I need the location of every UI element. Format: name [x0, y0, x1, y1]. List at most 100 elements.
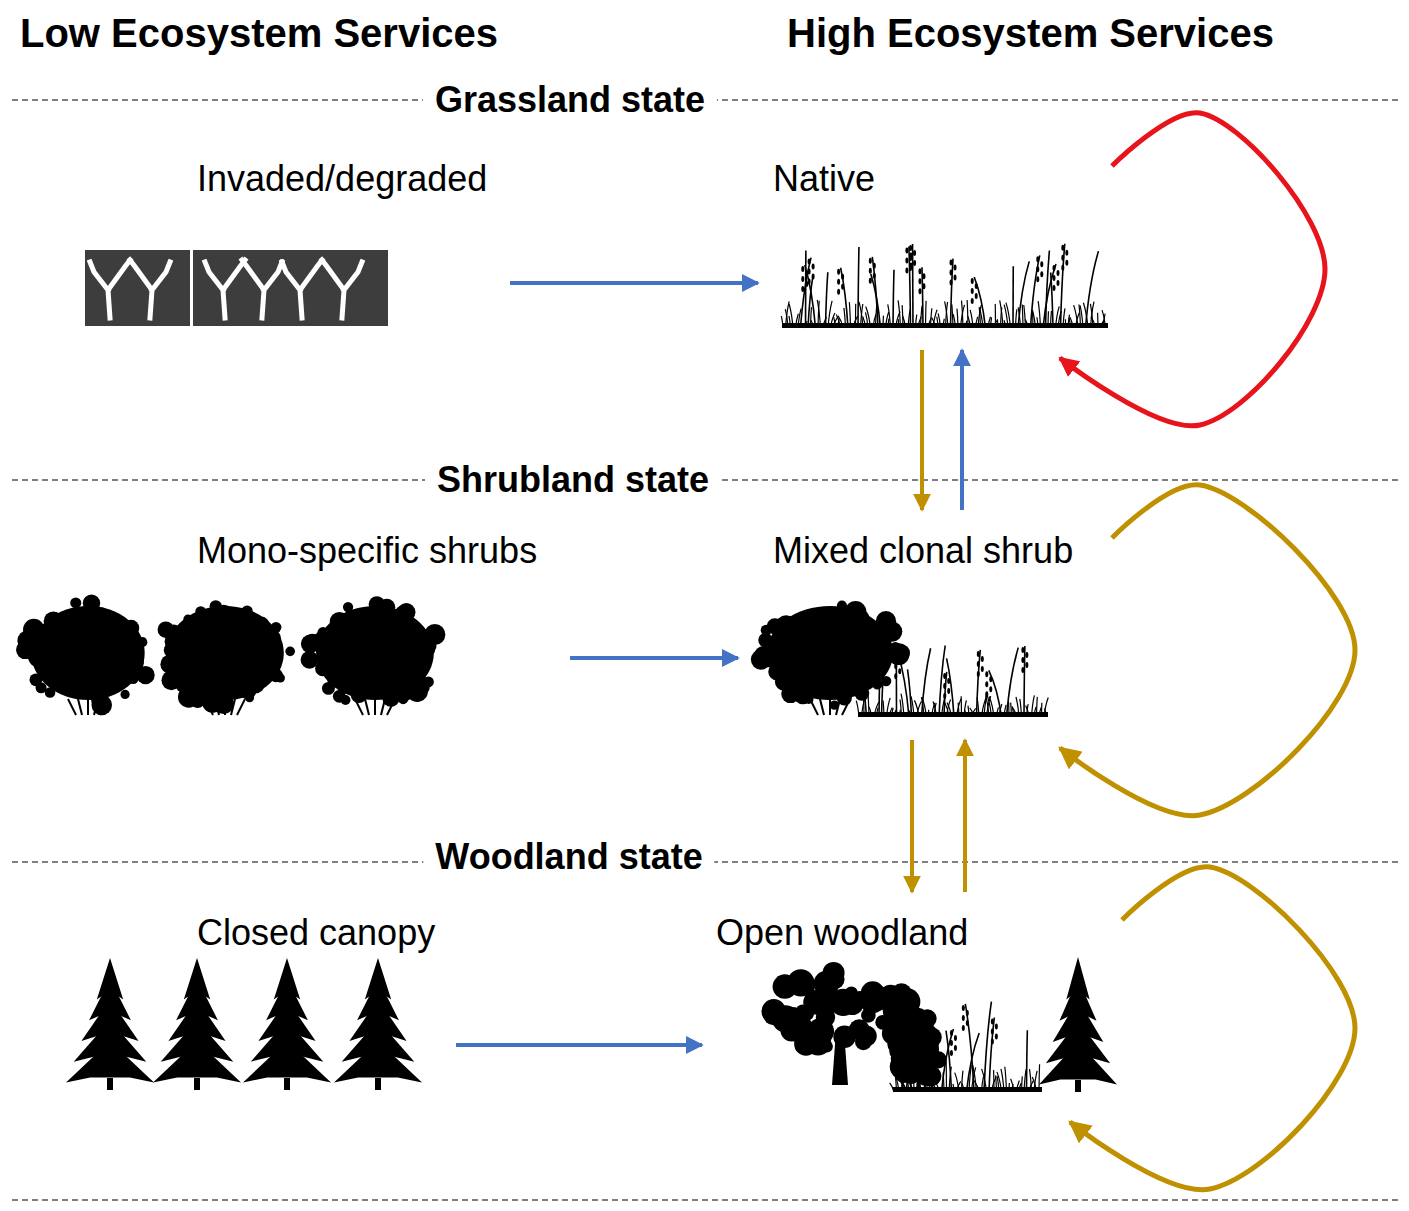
grass-blade: [912, 244, 914, 328]
invasive-plant: [242, 260, 282, 318]
transition-arrow: [456, 1043, 702, 1047]
grass-blade: [961, 696, 963, 717]
seed-head: [977, 651, 980, 657]
seed-head: [966, 1010, 969, 1016]
grass-blade: [982, 697, 987, 717]
shrub-leaf: [837, 601, 847, 611]
shrub-leaf: [918, 1009, 937, 1028]
tree-trunk: [194, 1078, 200, 1090]
shrub-leaf: [808, 669, 819, 680]
seed-head: [1061, 255, 1064, 261]
seed-head: [909, 245, 912, 251]
tree-tier: [153, 1041, 241, 1082]
shrub-stem: [924, 1074, 928, 1090]
grass-blade: [1024, 305, 1026, 328]
state-name: Mixed clonal shrub: [773, 530, 1073, 571]
grass-blade: [946, 302, 948, 328]
shrub-stem: [836, 699, 840, 715]
grass-blade: [972, 1063, 977, 1092]
shrub-stem: [100, 699, 108, 715]
seed-head: [922, 283, 925, 289]
shrub-leaf: [195, 626, 208, 639]
grass-blade: [964, 710, 966, 717]
seed-head: [950, 1040, 953, 1046]
shrub-leaf: [43, 645, 55, 657]
grass-blade: [1065, 319, 1066, 328]
seed-head: [837, 269, 840, 275]
shrub-stem: [205, 699, 213, 715]
state-name: Native: [773, 158, 875, 199]
shrub-leaf: [226, 670, 237, 681]
shrub-stem: [231, 699, 235, 715]
grass-blade: [887, 319, 889, 328]
grass-blade: [1000, 300, 1003, 328]
grass-blade: [968, 316, 971, 328]
seed-head: [873, 273, 876, 279]
grass-blade: [921, 306, 923, 328]
grass-blade: [977, 698, 979, 717]
grass-blade: [1026, 706, 1029, 717]
grass-blade: [1010, 703, 1012, 717]
tree-tier: [1039, 1042, 1117, 1085]
shrub-leaf: [43, 668, 55, 680]
shrub-leaf: [214, 612, 229, 627]
seed-head: [975, 293, 978, 299]
grass-blade: [966, 321, 967, 328]
shrub-leaf: [92, 672, 109, 689]
state-label: Grassland state: [423, 79, 717, 120]
grass-blade: [871, 274, 881, 328]
seed-head: [1061, 245, 1064, 251]
seed-head: [898, 668, 901, 674]
shrub-leaf: [17, 630, 38, 651]
shrub-stem: [829, 699, 831, 715]
seed-head: [1040, 261, 1043, 267]
shrub-leaf: [841, 638, 857, 654]
shrub-stem: [87, 699, 89, 715]
grass-blade: [1070, 317, 1073, 328]
tree-canopy: [791, 1016, 812, 1037]
grass-blade: [781, 316, 783, 328]
shrub-leaf: [224, 634, 235, 645]
feedback-loop: [1060, 113, 1325, 426]
seed-head: [801, 286, 804, 292]
seed-head: [1056, 270, 1059, 276]
shrub-stem: [381, 699, 385, 715]
grass-blade: [805, 250, 807, 328]
seed-head: [975, 283, 978, 289]
invaded-ground: [85, 250, 190, 326]
shrub-stem: [908, 1074, 912, 1090]
grass-blade: [943, 1072, 945, 1092]
shrub-leaf: [824, 619, 840, 635]
grass-blade: [976, 317, 978, 328]
grass-blade: [1022, 305, 1024, 328]
grass-blade: [962, 1071, 963, 1092]
invasive-plant: [90, 260, 130, 318]
seed-head: [859, 668, 862, 674]
grass-blade: [945, 301, 948, 328]
grass-blade: [989, 697, 994, 717]
shrub-stem: [810, 699, 818, 715]
grass-blade: [943, 319, 944, 328]
seed-head: [869, 278, 872, 284]
seed-head: [1025, 662, 1028, 668]
seed-head: [855, 653, 858, 659]
grass-blade: [898, 300, 900, 328]
transition-arrow: [910, 740, 914, 892]
state-name: Closed canopy: [197, 912, 435, 953]
grass-blade: [1027, 704, 1029, 717]
tree-trunk: [375, 1078, 381, 1090]
shrub-leaf: [754, 646, 773, 665]
grass-blade: [953, 314, 955, 328]
grass-blade: [911, 696, 914, 717]
seed-head: [801, 276, 804, 282]
grass-blade: [888, 304, 891, 328]
grass-blade: [964, 700, 966, 717]
seed-head: [991, 1038, 994, 1044]
shrub-stem: [387, 699, 395, 715]
shrub-leaf: [369, 596, 385, 612]
seed-head: [991, 1018, 994, 1024]
transition-arrow: [510, 281, 758, 285]
shrub-leaf: [354, 632, 364, 642]
shrub-leaf: [92, 617, 101, 626]
grass-blade: [995, 1075, 997, 1092]
